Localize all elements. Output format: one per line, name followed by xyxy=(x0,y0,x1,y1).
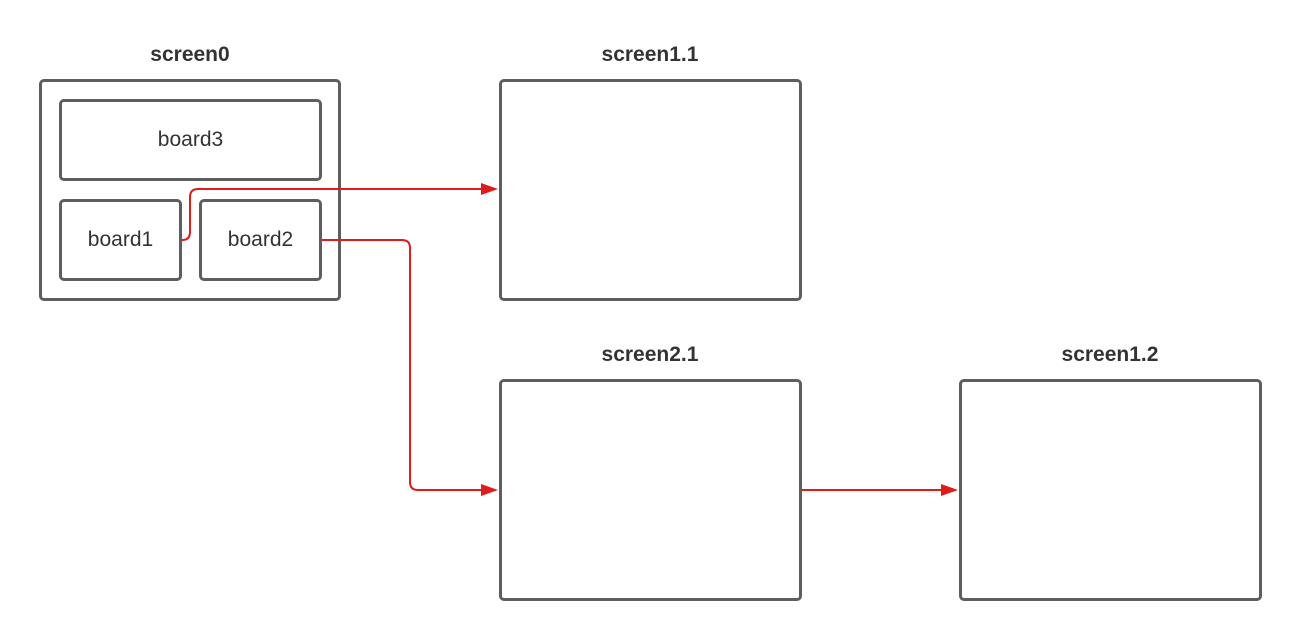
board2-label: board2 xyxy=(227,228,294,251)
screen1-1-title: screen1.1 xyxy=(601,43,699,66)
screen2-1-title: screen2.1 xyxy=(601,343,699,366)
arrowhead-screen1-1 xyxy=(481,183,498,195)
arrow-board2-to-screen2-1 xyxy=(322,239,481,491)
board1-label: board1 xyxy=(87,228,154,251)
arrowhead-screen1-2 xyxy=(941,484,958,496)
arrowhead-screen2-1 xyxy=(481,484,498,496)
board1-box: board1 xyxy=(59,199,182,281)
board3-label: board3 xyxy=(157,128,224,151)
board3-box: board3 xyxy=(59,99,322,181)
screen0-title: screen0 xyxy=(150,43,230,66)
screen2-1-box xyxy=(499,379,802,601)
board2-box: board2 xyxy=(199,199,322,281)
screen1-2-box xyxy=(959,379,1262,601)
screen1-1-box xyxy=(499,79,802,301)
screen1-2-title: screen1.2 xyxy=(1061,343,1159,366)
